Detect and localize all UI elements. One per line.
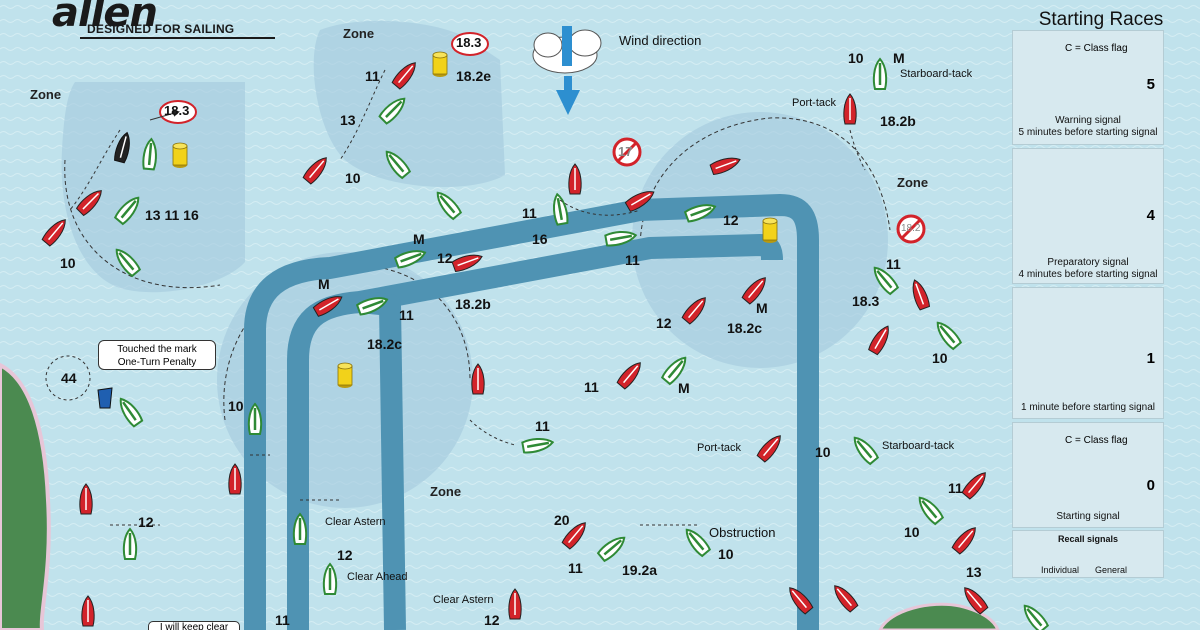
boat-number: 11 [886,256,901,272]
zone-label-left: Zone [30,87,62,102]
rule-number: 18.2b [455,296,491,312]
boat-number: 10 [815,444,831,460]
wind-cloud-icon [532,26,602,115]
boat-number: 11 [948,480,963,496]
boat-number: 13 11 16 [145,207,199,223]
port-tack-label-top: Port-tack [792,97,837,109]
class-flag-note: C = Class flag [1065,43,1128,54]
penalty-callout: Touched the mark One-Turn Penalty [98,340,216,370]
port-tack-label-mid: Port-tack [697,442,742,454]
rule-badge-18-2: 18.2 [901,223,921,234]
boat-number: 12 [656,315,672,331]
boat-number: 11 [275,612,290,628]
boat-number: 11 [365,68,380,84]
one-turn-penalty-text: One-Turn Penalty [117,357,197,368]
starboard-tack-label-top: Starboard-tack [900,68,973,80]
boat-number: 10 [345,170,361,186]
boat-number: 44 [61,370,77,386]
boat-number: 11 [625,252,640,268]
signal-subcaption: 4 minutes before starting signal [1018,269,1158,280]
signal-caption: Starting signal [1056,511,1120,522]
signal-subcaption: 5 minutes before starting signal [1018,127,1158,138]
boat-number: 11 [522,205,537,221]
boat-number: 11 [535,418,550,434]
clear-ahead-label: Clear Ahead [347,571,408,583]
boat-number: 13 [966,564,982,580]
rule-number: 18.2c [367,336,403,352]
rule-badge-18-3-top: 18.3 [456,35,482,50]
mark-letter: M [413,231,425,247]
rule-badge-17: 17 [618,144,633,159]
warning-signal-card: C = Class flag 5 Warning signal 5 minute… [1012,30,1164,145]
general-recall-label: General [1095,565,1128,575]
boat-number: 10 [904,524,920,540]
boat-number: 10 [228,398,244,414]
starting-signal-card: C = Class flag 0 Starting signal [1012,422,1164,528]
rule-badge-18-3-left: 18.3 [164,103,190,118]
touched-mark-text: Touched the mark [117,344,197,355]
signal-caption: Preparatory signal [1047,257,1129,268]
boat-number: 11 [568,560,583,576]
mark-letter: M [893,50,905,66]
rule-number: 18.2e [456,68,492,84]
wind-direction-label: Wind direction [619,33,702,48]
preparatory-signal-card: 4 Preparatory signal 4 minutes before st… [1012,148,1164,284]
no-entry-icon-17 [612,137,642,167]
minutes-count: 0 [1146,477,1155,494]
boat-number: 12 [437,250,453,266]
minutes-count: 4 [1146,207,1155,224]
boat-number: 13 [340,112,356,128]
class-flag-note: C = Class flag [1065,435,1128,446]
signal-caption: Warning signal [1055,115,1121,126]
boat-number: 11 [399,307,414,323]
rule-number: 18.2b [880,113,916,129]
boat-number: 10 [848,50,864,66]
zone-label-top: Zone [343,26,375,41]
brand-tagline: DESIGNED FOR SAILING [87,22,235,36]
mark-letter: M [318,276,330,292]
rule-number: 19.2a [622,562,658,578]
allen-logo[interactable]: allen [52,0,158,36]
mark-letter: M [756,300,768,316]
keep-clear-callout: I will keep clear [148,621,240,630]
individual-recall-label: Individual [1041,565,1080,575]
boat-number: 16 [532,231,548,247]
no-entry-icon-18-2 [896,214,926,244]
starboard-tack-label-mid: Starboard-tack [882,440,955,452]
mark-letter: M [678,380,690,396]
minutes-count: 1 [1146,350,1155,367]
boat-number: 11 [584,379,599,395]
zone-label-bottom: Zone [430,484,462,499]
starting-races-title: Starting Races [1038,9,1164,30]
boat-number: 12 [723,212,739,228]
brand-underline [80,37,275,39]
obstruction-label: Obstruction [709,525,776,540]
boat-number: 12 [337,547,353,563]
recall-title: Recall signals [1057,534,1119,544]
rule-number: 18.3 [852,293,880,309]
boat-number: 10 [60,255,76,271]
recall-signals-card: Recall signals Individual General [1012,530,1164,578]
clear-astern-label-1: Clear Astern [325,516,386,528]
rule-number: 18.2c [727,320,763,336]
zone-label-right: Zone [897,175,929,190]
boat-number: 20 [554,512,570,528]
minutes-count: 5 [1146,76,1155,93]
boat-number: 12 [138,514,154,530]
boat-number: 10 [932,350,948,366]
boat-number: 12 [484,612,500,628]
signal-caption: 1 minute before starting signal [1021,402,1155,413]
clear-astern-label-2: Clear Astern [433,594,494,606]
one-minute-signal-card: 1 1 minute before starting signal [1012,287,1164,419]
boat-number: 10 [718,546,734,562]
